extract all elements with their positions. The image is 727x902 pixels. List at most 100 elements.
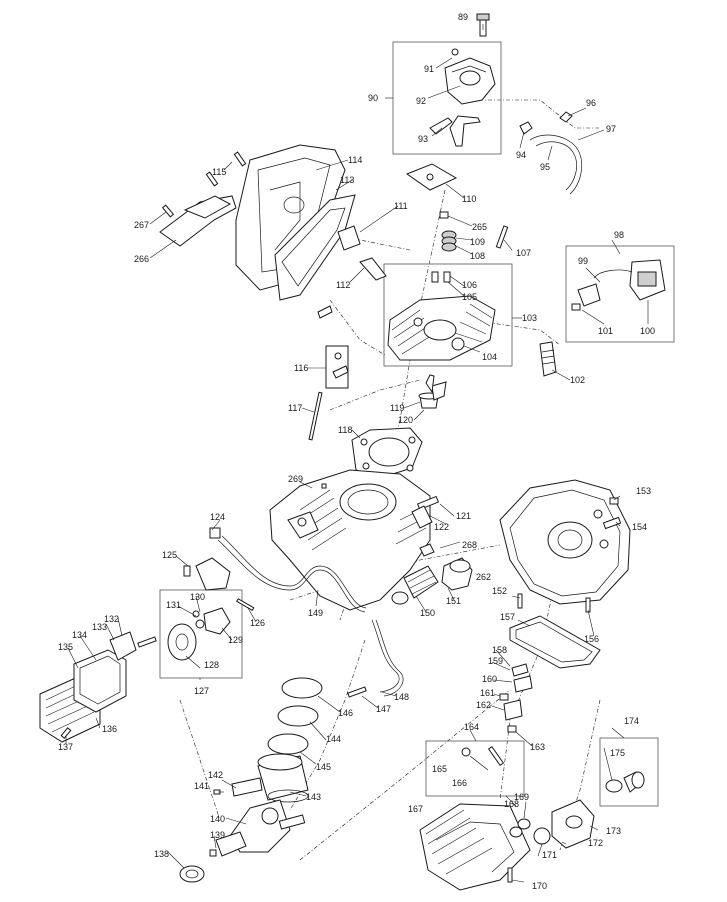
part-label-172: 172 <box>588 838 603 848</box>
part-label-138: 138 <box>154 849 169 859</box>
part-label-268: 268 <box>462 540 477 550</box>
part-label-125: 125 <box>162 550 177 560</box>
part-label-110: 110 <box>462 194 476 204</box>
part-label-156: 156 <box>584 634 599 644</box>
part-label-151: 151 <box>446 596 461 606</box>
part-label-91: 91 <box>424 64 434 74</box>
group-box-103 <box>383 263 513 367</box>
part-label-173: 173 <box>606 826 621 836</box>
ignition-assembly <box>539 259 666 377</box>
group-box-127 <box>159 589 243 679</box>
part-label-122: 122 <box>434 522 449 532</box>
group-box-174 <box>599 737 659 807</box>
part-label-117: 117 <box>288 403 302 413</box>
part-label-114: 114 <box>348 155 362 165</box>
part-label-104: 104 <box>482 352 497 362</box>
cylinder-head-assembly <box>308 211 509 441</box>
part-label-132: 132 <box>104 614 119 624</box>
part-label-93: 93 <box>418 134 428 144</box>
part-label-96: 96 <box>586 98 596 108</box>
part-label-167: 167 <box>408 804 423 814</box>
part-label-150: 150 <box>420 608 435 618</box>
part-label-262: 262 <box>476 572 491 582</box>
part-label-100: 100 <box>640 326 655 336</box>
part-label-113: 113 <box>340 175 354 185</box>
part-label-140: 140 <box>210 814 225 824</box>
part-label-92: 92 <box>416 96 426 106</box>
part-label-90: 90 <box>368 93 378 103</box>
part-label-89: 89 <box>458 12 468 22</box>
breather-assembly <box>405 13 582 195</box>
part-label-124: 124 <box>210 512 225 522</box>
part-label-171: 171 <box>542 850 557 860</box>
group-box-90 <box>392 41 502 155</box>
part-label-94: 94 <box>516 150 526 160</box>
part-label-101: 101 <box>598 326 613 336</box>
part-label-157: 157 <box>500 612 515 622</box>
oil-pan-assembly <box>419 745 645 891</box>
part-label-135: 135 <box>58 642 73 652</box>
part-label-129: 129 <box>228 635 243 645</box>
part-label-169: 169 <box>514 792 529 802</box>
part-label-168: 168 <box>504 799 519 809</box>
part-label-164: 164 <box>464 722 479 732</box>
part-label-162: 162 <box>476 700 491 710</box>
part-label-126: 126 <box>250 618 265 628</box>
part-label-112: 112 <box>336 280 350 290</box>
part-label-141: 141 <box>194 781 209 791</box>
part-label-137: 137 <box>58 742 73 752</box>
leader-lines <box>65 24 649 883</box>
part-label-102: 102 <box>570 375 585 385</box>
part-label-148: 148 <box>394 692 409 702</box>
part-label-170: 170 <box>532 881 547 891</box>
part-label-107: 107 <box>516 248 531 258</box>
part-label-145: 145 <box>316 762 331 772</box>
part-label-269: 269 <box>288 474 303 484</box>
part-label-139: 139 <box>210 830 225 840</box>
part-label-121: 121 <box>456 511 471 521</box>
crankcase-assembly <box>499 479 631 733</box>
part-label-142: 142 <box>208 770 223 780</box>
air-box-assembly <box>159 144 356 301</box>
part-label-161: 161 <box>480 688 495 698</box>
group-box-164 <box>425 740 525 797</box>
part-label-106: 106 <box>462 280 477 290</box>
part-label-128: 128 <box>204 660 219 670</box>
part-label-116: 116 <box>294 363 308 373</box>
fuel-lines <box>183 527 404 697</box>
part-label-174: 174 <box>624 716 639 726</box>
part-label-146: 146 <box>338 708 353 718</box>
side-cover-assembly <box>39 631 157 743</box>
part-label-159: 159 <box>488 656 503 666</box>
part-label-147: 147 <box>376 704 391 714</box>
part-label-160: 160 <box>482 674 497 684</box>
part-label-134: 134 <box>72 630 87 640</box>
part-label-103: 103 <box>522 313 537 323</box>
part-label-266: 266 <box>134 254 149 264</box>
part-label-265: 265 <box>472 222 487 232</box>
part-label-119: 119 <box>390 403 404 413</box>
part-label-165: 165 <box>432 764 447 774</box>
pump-assembly <box>167 607 231 661</box>
head-gasket <box>351 427 423 479</box>
group-box-98 <box>565 245 675 343</box>
part-label-108: 108 <box>470 251 485 261</box>
part-label-97: 97 <box>606 124 616 134</box>
part-label-98: 98 <box>614 230 624 240</box>
part-label-133: 133 <box>92 622 107 632</box>
part-label-153: 153 <box>636 486 651 496</box>
part-label-111: 111 <box>394 201 408 211</box>
part-label-99: 99 <box>578 256 588 266</box>
part-label-105: 105 <box>462 292 477 302</box>
part-label-136: 136 <box>102 724 117 734</box>
part-label-175: 175 <box>610 748 625 758</box>
part-label-152: 152 <box>492 586 507 596</box>
part-label-166: 166 <box>452 778 467 788</box>
part-label-158: 158 <box>492 645 507 655</box>
part-label-144: 144 <box>326 734 341 744</box>
part-label-143: 143 <box>306 792 321 802</box>
part-label-267: 267 <box>134 220 149 230</box>
part-label-130: 130 <box>190 592 205 602</box>
part-label-127: 127 <box>194 686 209 696</box>
